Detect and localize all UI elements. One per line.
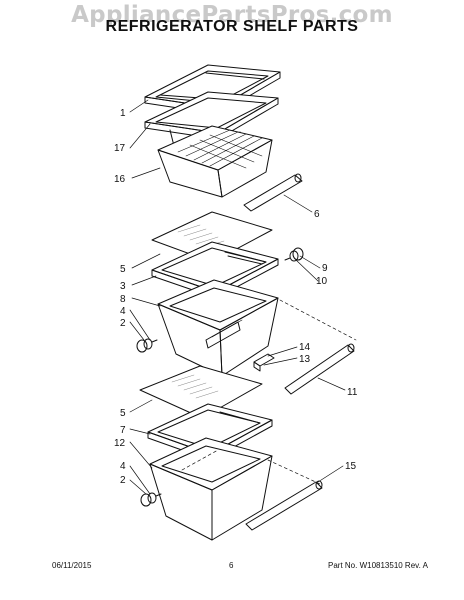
callout-2-upper: 2 [120, 318, 126, 329]
callout-12: 12 [114, 438, 126, 449]
glass-panel-5-lower [139, 365, 263, 419]
page-title: REFRIGERATOR SHELF PARTS [105, 18, 359, 35]
callout-16: 16 [114, 174, 126, 185]
leader-lines [129, 99, 346, 495]
callout-3: 3 [120, 281, 126, 292]
crisper-drawer-12 [149, 437, 273, 541]
callout-8: 8 [120, 294, 126, 305]
callout-11: 11 [347, 387, 358, 398]
alignment-lines [181, 299, 357, 485]
callout-1: 1 [120, 108, 126, 119]
callout-17: 17 [114, 143, 126, 154]
cover-frame-3-upper [151, 241, 279, 299]
callout-4-upper: 4 [120, 306, 126, 317]
callout-15: 15 [345, 461, 357, 472]
footer-date: 06/11/2015 [52, 561, 92, 570]
callout-5-lower: 5 [120, 408, 126, 419]
callout-labels: 1 17 16 6 5 3 8 4 2 9 10 14 13 11 5 7 12… [114, 108, 358, 486]
callout-2-lower: 2 [120, 475, 126, 486]
knob-2-lower [140, 492, 162, 507]
callout-4-lower: 4 [120, 461, 126, 472]
rail-rod-11 [284, 343, 355, 395]
knob-2-upper [136, 338, 158, 353]
rail-rod-6 [243, 173, 303, 212]
clip-13-14 [253, 353, 275, 372]
rail-rod-15 [245, 480, 323, 531]
knob-9-10 [284, 247, 304, 262]
callout-5-upper: 5 [120, 264, 126, 275]
crisper-bin-16 [157, 125, 273, 198]
watermark: AppliancePartsPros.com [71, 2, 393, 28]
callout-6: 6 [314, 209, 320, 220]
callout-13: 13 [299, 354, 311, 365]
callout-14: 14 [299, 342, 311, 353]
callout-9: 9 [322, 263, 328, 274]
callout-10: 10 [316, 276, 328, 287]
footer-part-number: Part No. W10813510 Rev. A [328, 561, 428, 570]
footer-page-number: 6 [229, 561, 234, 570]
callout-7: 7 [120, 425, 126, 436]
